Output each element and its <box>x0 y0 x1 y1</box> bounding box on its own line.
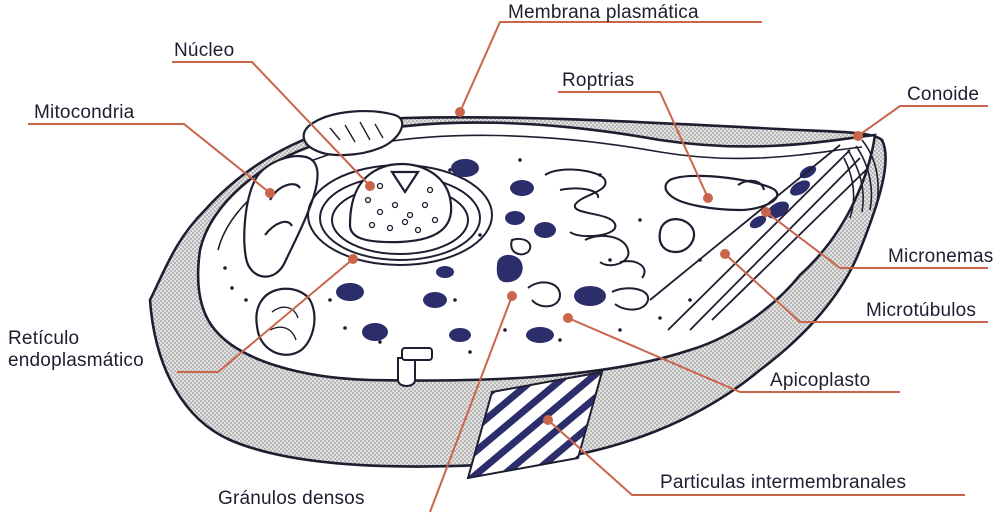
label-micronemas: Micronemas <box>888 246 993 268</box>
label-mitocondria: Mitocondria <box>34 102 134 124</box>
label-apicoplasto: Apicoplasto <box>770 370 870 392</box>
label-membrana-plasmatica: Membrana plasmática <box>508 2 699 24</box>
label-nucleo: Núcleo <box>174 40 234 62</box>
label-conoide: Conoide <box>907 84 979 106</box>
label-particulas-intermembranales: Particulas intermembranales <box>660 472 906 494</box>
label-roptrias: Roptrias <box>562 70 634 92</box>
label-granulos-densos: Gránulos densos <box>218 488 365 510</box>
label-microtubulos: Microtúbulos <box>866 300 976 322</box>
label-reticulo-endoplasmatico: Retículo endoplasmático <box>8 328 144 372</box>
